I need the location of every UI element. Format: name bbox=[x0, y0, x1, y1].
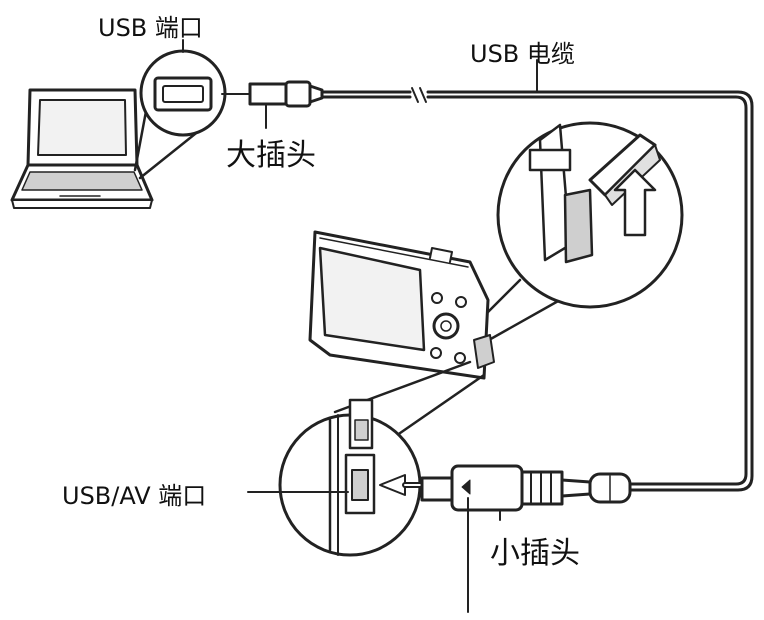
large-plug-label: 大插头 bbox=[226, 138, 316, 173]
usb-av-port-magnifier bbox=[278, 360, 486, 557]
usb-cable-illustration bbox=[320, 59, 754, 492]
usb-port-label: USB 端口 bbox=[98, 14, 203, 42]
large-plug-illustration bbox=[221, 80, 324, 129]
laptop-illustration bbox=[10, 88, 154, 209]
usb-port-magnifier bbox=[133, 49, 227, 180]
small-plug-label: 小插头 bbox=[490, 536, 580, 571]
small-plug-illustration bbox=[420, 464, 632, 521]
camera-illustration bbox=[308, 230, 495, 380]
usb-av-port-label: USB/AV 端口 bbox=[62, 482, 207, 510]
port-cover-magnifier bbox=[468, 121, 684, 347]
usb-cable-label: USB 电缆 bbox=[470, 40, 575, 68]
